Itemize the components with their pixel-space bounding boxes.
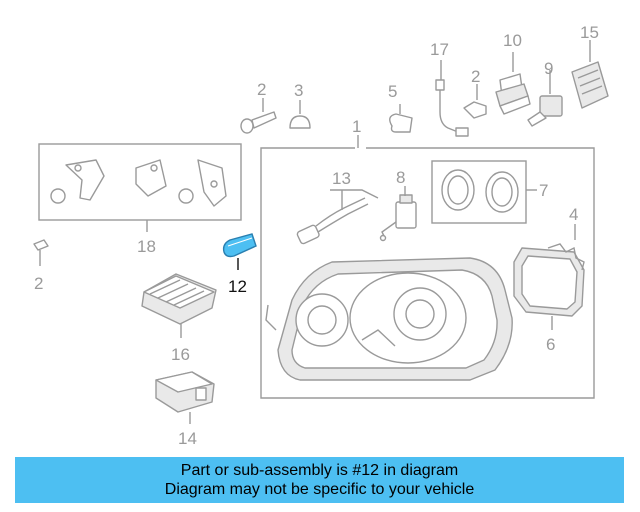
part-2-left-head xyxy=(33,239,49,251)
callout-17: 17 xyxy=(430,40,449,59)
headlamp-assembly-group: 1 xyxy=(260,117,595,399)
part-9-base xyxy=(539,95,563,117)
callout-8: 8 xyxy=(396,168,405,187)
part-18-bracket-a xyxy=(65,159,105,201)
part-15-ribs xyxy=(577,69,603,95)
callout-1: 1 xyxy=(352,117,361,136)
part-18-hole-b xyxy=(150,164,158,172)
callout-13: 13 xyxy=(332,169,351,188)
callout-10: 10 xyxy=(503,31,522,50)
part-16-fins xyxy=(149,279,205,306)
part-7-frame xyxy=(431,160,527,224)
part-15-control-module: 15 xyxy=(571,23,609,109)
part-18-hole-c xyxy=(210,180,218,188)
part-5-body xyxy=(289,115,311,129)
part-8-top xyxy=(399,194,413,204)
part-17-wire xyxy=(439,90,459,133)
part-11-wedge-bulb: 5 xyxy=(388,82,413,133)
part-3-screw: 2 xyxy=(240,80,277,134)
part-3-shank xyxy=(251,111,277,129)
part-12-highlighted-bulb: 12 xyxy=(222,233,257,296)
callout-18: 18 xyxy=(137,237,156,256)
callout-4: 4 xyxy=(569,205,578,224)
exploded-parts-diagram: 1 13 8 7 xyxy=(33,23,609,448)
part-17-connector xyxy=(435,79,445,91)
part-13-wire-b xyxy=(317,203,369,233)
low-beam-inner xyxy=(307,305,337,335)
callout-3: 2 xyxy=(257,80,266,99)
part-7-trim-rings: 7 xyxy=(431,160,548,224)
part-18-nut-b xyxy=(178,188,194,204)
callout-16: 16 xyxy=(171,345,190,364)
part-12-bulb xyxy=(222,233,257,258)
part-8-body xyxy=(395,201,417,229)
part-2-top-bulb: 2 xyxy=(463,67,487,119)
part-5-grommet: 3 xyxy=(289,81,311,129)
part-4-clip xyxy=(547,243,585,271)
part-8-bulb-socket: 8 xyxy=(379,168,417,242)
part-13-socket xyxy=(296,224,320,245)
callout-7: 7 xyxy=(539,181,548,200)
part-11-bulb xyxy=(389,113,413,133)
part-18-bracket-c xyxy=(197,159,227,207)
part-6-cover-face xyxy=(521,255,578,310)
part-2-top-body xyxy=(463,101,487,119)
callout-9: 9 xyxy=(544,59,553,78)
part-15-body xyxy=(571,61,609,109)
part-17-wire-lead: 17 xyxy=(430,40,469,137)
part-8-lead xyxy=(381,221,397,237)
callout-14: 14 xyxy=(178,429,197,448)
callout-5: 3 xyxy=(294,81,303,100)
part-10-collar xyxy=(499,95,531,115)
part-13-wire-a xyxy=(315,197,366,227)
part-14-connector xyxy=(195,387,207,401)
part-16-top xyxy=(143,275,215,309)
callout-2-top: 2 xyxy=(471,67,480,86)
part-7-ring-b xyxy=(485,171,519,213)
part-9-hid-bulb: 9 xyxy=(527,59,563,127)
part-14-module: 14 xyxy=(155,371,215,448)
projector-lens xyxy=(393,287,447,341)
part-18-bracket-kit: 18 xyxy=(38,143,242,256)
part-18-frame xyxy=(38,143,242,221)
part-12-shine xyxy=(227,237,253,247)
mount-tab xyxy=(265,304,277,331)
callout-2-left: 2 xyxy=(34,274,43,293)
part-7-ring-a xyxy=(441,169,475,211)
part-18-bracket-b xyxy=(135,159,167,197)
callout-6: 6 xyxy=(546,335,555,354)
projector-inner xyxy=(405,299,435,329)
callout-11: 5 xyxy=(388,82,397,101)
part-6-rear-cover: 6 xyxy=(513,247,585,354)
callout-15: 15 xyxy=(580,23,599,42)
part-7-ring-a-inner xyxy=(447,175,469,205)
banner-line-disclaimer: Diagram may not be specific to your vehi… xyxy=(164,481,475,498)
part-9-tube xyxy=(527,111,547,127)
headlamp-frame xyxy=(260,147,595,399)
part-17-terminal xyxy=(455,127,469,137)
part-18-nut-a xyxy=(50,188,66,204)
part-14-top xyxy=(155,371,213,393)
reflector-detail xyxy=(361,329,396,347)
part-3-head xyxy=(240,118,254,134)
part-16-ballast: 16 xyxy=(141,273,217,364)
part-8-contact xyxy=(379,234,387,242)
part-2-left-screw: 2 xyxy=(33,239,49,293)
info-banner: Part or sub-assembly is #12 in diagram D… xyxy=(15,457,624,503)
part-7-ring-b-inner xyxy=(491,177,513,207)
part-18-hole-a xyxy=(74,164,82,172)
callout-12: 12 xyxy=(228,277,247,296)
part-13-socket-harness: 13 xyxy=(296,169,379,245)
part-13-wire-c xyxy=(330,189,379,199)
part-4-spring-clip: 4 xyxy=(547,205,585,271)
banner-line-part-number: Part or sub-assembly is #12 in diagram xyxy=(180,462,459,479)
part-10-halogen-bulb: 10 xyxy=(495,31,531,115)
low-beam-reflector xyxy=(295,293,349,347)
